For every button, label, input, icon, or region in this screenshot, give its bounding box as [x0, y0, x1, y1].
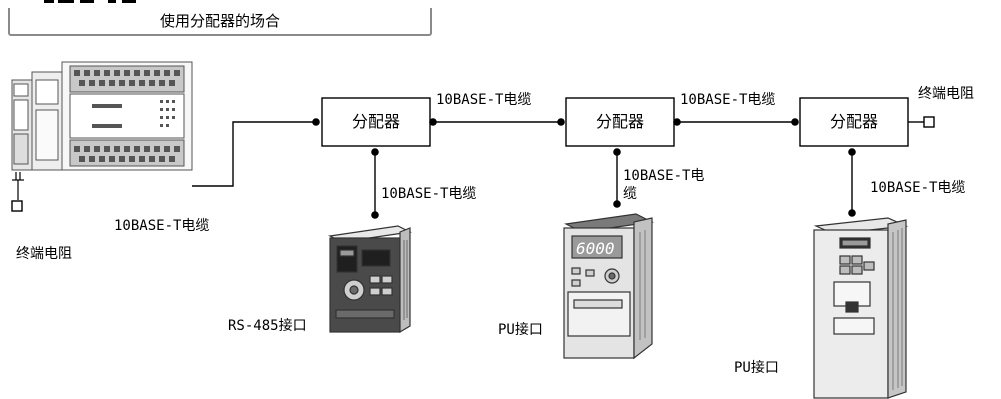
- cable-label-d1-d2: 10BASE-T电缆: [436, 92, 532, 108]
- terminator-label-left: 终端电阻: [16, 246, 72, 262]
- left-terminator-box: [11, 200, 23, 212]
- cable-endpoint-dot: [371, 211, 379, 219]
- cable-endpoint-dot: [848, 148, 856, 156]
- cable-endpoint-dot: [673, 118, 681, 126]
- inverter-1-icon: [328, 225, 412, 334]
- top-cut-fragment: [44, 0, 136, 3]
- distributor-2-label: 分配器: [595, 112, 644, 131]
- cable-label-plc-d1: 10BASE-T电缆: [114, 218, 210, 234]
- cable-label-d2-down-line2: 缆: [623, 186, 637, 202]
- distributor-2-box: [565, 97, 675, 147]
- cable-endpoint-dot: [312, 118, 320, 126]
- cable-label-d1-down: 10BASE-T电缆: [381, 186, 477, 202]
- plc-port-connector: [12, 172, 24, 200]
- diagram-title-box: 使用分配器的场合: [8, 8, 432, 36]
- cable-endpoint-dot: [371, 148, 379, 156]
- port-label-inverter-2: PU接口: [498, 322, 543, 338]
- cable-endpoint-dot: [848, 209, 856, 217]
- cable-endpoint-dot: [791, 118, 799, 126]
- distributor-3-label: 分配器: [829, 112, 878, 131]
- plc-terminals: [74, 70, 180, 162]
- terminator-label-right: 终端电阻: [918, 86, 974, 102]
- port-label-inverter-3: PU接口: [734, 360, 779, 376]
- diagram-title: 使用分配器的场合: [159, 12, 280, 30]
- right-terminator-box: [923, 116, 935, 128]
- cable-endpoint-dot: [613, 148, 621, 156]
- cable-endpoint-dot: [557, 118, 565, 126]
- plc-unit-icon: [11, 61, 193, 171]
- inverter-3-icon: [813, 217, 909, 399]
- cable-label-d3-down: 10BASE-T电缆: [870, 180, 966, 196]
- inverter-2-display: 6000: [576, 239, 615, 258]
- cable-endpoint-dot: [613, 200, 621, 208]
- distributor-1-label: 分配器: [351, 112, 400, 131]
- cable-plc-to-distributor-1: [192, 121, 316, 187]
- port-label-inverter-1: RS-485接口: [228, 318, 307, 334]
- cable-endpoint-dot: [429, 118, 437, 126]
- cable-label-d2-down-line1: 10BASE-T电: [623, 168, 705, 184]
- inverter-2-icon: [563, 213, 654, 360]
- cable-label-d2-d3: 10BASE-T电缆: [680, 92, 776, 108]
